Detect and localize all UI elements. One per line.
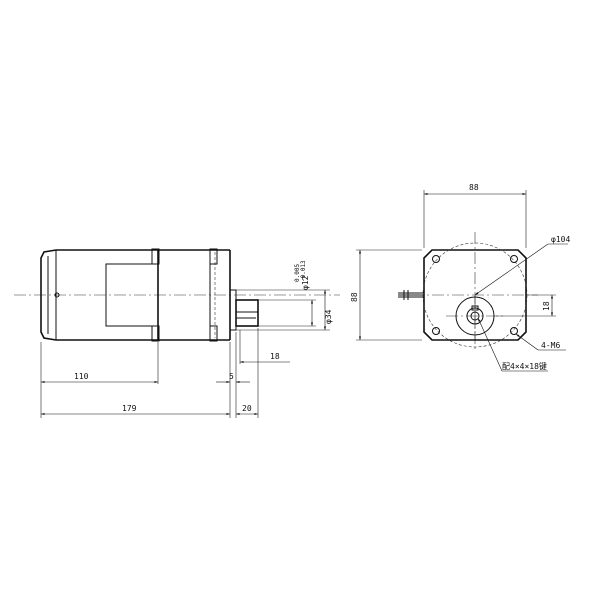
dim-88-height: 88 [350,250,362,340]
dim-5: 5 [216,372,250,384]
dim-110: 110 [41,372,158,384]
pilot-diameter-label: φ34 [324,309,333,324]
rear-end-cap [40,249,57,341]
side-view: 110 179 20 5 18 φ12 0.005 -0.013 [14,248,340,418]
output-shaft [235,299,259,327]
dim-88-width-label: 88 [469,183,479,192]
shaft-tol-upper: 0.005 [294,264,301,282]
dim-18-offset-label: 18 [542,301,551,311]
terminal-box [105,263,158,327]
leader-holes: 4-M6 [515,333,566,351]
dim-18-key-label: 18 [270,352,280,361]
front-extension-lines [356,190,556,341]
leader-key: 配4×4×18键 [477,317,548,372]
dim-18-offset: 18 [542,295,554,316]
dim-18-key: 18 [240,352,290,364]
shaft-diameter-label: φ12 [301,275,310,290]
square-flange [423,249,527,341]
motor-body [56,249,159,341]
holes-label: 4-M6 [541,341,560,350]
dim-20: 20 [236,404,258,416]
dim-88-height-label: 88 [350,292,359,302]
front-view: 88 88 18 φ104 4-M6 配4×4×18键 [350,183,570,372]
shaft-tol-lower: -0.013 [300,260,307,282]
dim-5-label: 5 [229,372,234,381]
dim-179-label: 179 [122,404,137,413]
dim-179: 179 [41,404,230,416]
pilot-boss [229,289,237,331]
dim-110-label: 110 [74,372,89,381]
gear-boss [455,296,495,336]
dim-pilot-diameter: φ34 [323,290,333,330]
lead-wires [398,290,424,300]
bolt-circle [422,242,528,348]
screw-mark [54,292,60,298]
mounting-holes [432,255,518,335]
dim-20-label: 20 [242,404,252,413]
bolt-circle-label: φ104 [551,235,570,244]
key-label: 配4×4×18键 [502,361,547,371]
output-shaft-end [466,307,484,325]
leader-bolt-circle: φ104 [474,235,570,296]
gear-flange [151,248,231,342]
keyway [471,305,479,311]
dim-88-width: 88 [424,183,526,196]
dim-shaft-diameter: φ12 0.005 -0.013 [294,260,314,326]
side-extension-lines [40,289,330,418]
